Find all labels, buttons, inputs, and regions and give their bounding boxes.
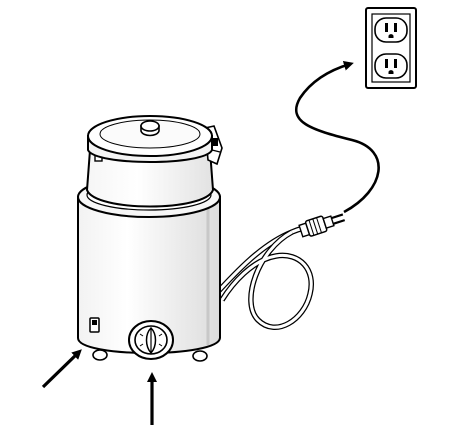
wall-outlet-icon (365, 7, 417, 89)
plug-icon (298, 213, 346, 238)
warmer-foot-right (192, 350, 208, 362)
warmer-foot-left (92, 349, 108, 361)
arrow-icon (41, 349, 157, 425)
arrow-to-switch (41, 349, 82, 389)
warmer-appliance-icon (77, 115, 223, 362)
plug-direction-arrow (294, 60, 380, 214)
power-cord-icon (211, 224, 322, 330)
power-switch (89, 317, 100, 333)
lid-knob (140, 120, 160, 137)
outlet-socket-bottom (374, 53, 408, 79)
outlet-socket-top (374, 17, 408, 43)
control-knob (128, 320, 174, 360)
